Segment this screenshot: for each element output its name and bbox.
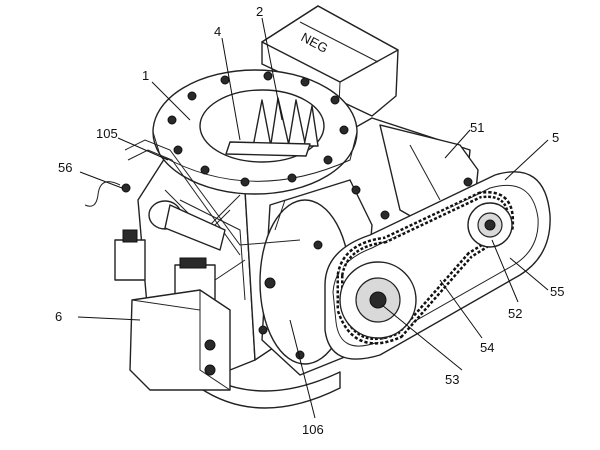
label-1: 1: [142, 68, 149, 83]
small-sprocket: [467, 202, 513, 248]
label-54: 54: [480, 340, 494, 355]
drive-chain: [336, 190, 515, 345]
junction-box: [129, 289, 231, 391]
sensor-cable: [84, 181, 131, 207]
label-105: 105: [96, 126, 118, 141]
label-6: 6: [55, 309, 62, 324]
label-2: 2: [256, 4, 263, 19]
sensor-line: [124, 139, 301, 256]
label-51: 51: [470, 120, 484, 135]
label-52: 52: [508, 306, 522, 321]
label-55: 55: [550, 284, 564, 299]
label-56: 56: [58, 160, 72, 175]
label-4: 4: [214, 24, 221, 39]
outlet-flange: [199, 371, 341, 409]
leader-lines: [77, 17, 549, 419]
rotor-blades: [225, 97, 319, 157]
large-sprocket: [339, 261, 417, 339]
label-5: 5: [552, 130, 559, 145]
label-53: 53: [445, 372, 459, 387]
label-106: 106: [302, 422, 324, 437]
callout-labels: 1 2 4 5 6 51 52 53 54 55 56 105 106: [55, 4, 564, 437]
